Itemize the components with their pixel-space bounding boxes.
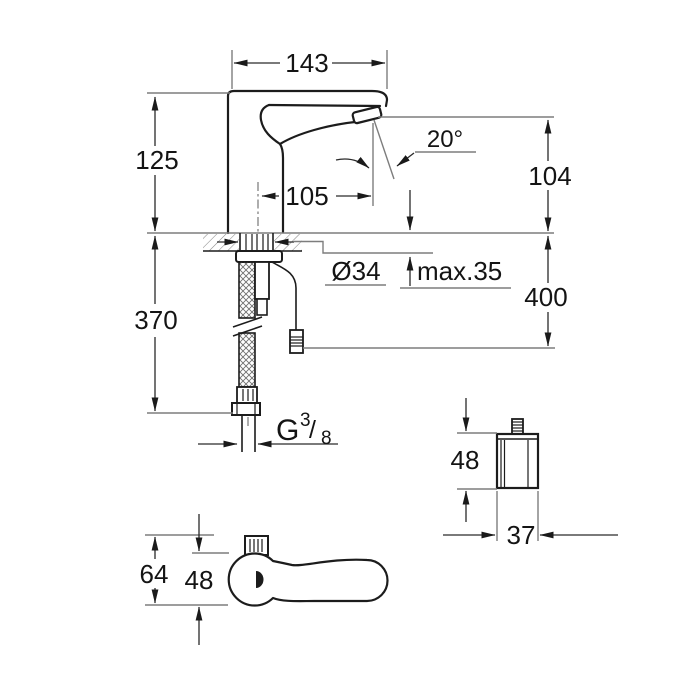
dim-text-48-box: 48 <box>451 445 480 475</box>
dim-spout-length: 143 <box>231 48 388 89</box>
dim-text-105: 105 <box>285 181 328 211</box>
label-max-deck-thickness: max.35 <box>400 190 511 289</box>
dim-text-37: 37 <box>507 520 536 550</box>
centerlines <box>247 182 259 429</box>
leader-line <box>294 240 433 254</box>
braided-hose-upper <box>238 261 256 319</box>
aerator <box>351 105 383 125</box>
dim-text-104: 104 <box>528 161 571 191</box>
supply-hose <box>231 261 263 452</box>
dim-text-400: 400 <box>524 282 567 312</box>
control-box-outline <box>495 432 540 490</box>
dim-text-370: 370 <box>134 305 177 335</box>
cable-connector <box>289 329 304 354</box>
mounting-flange <box>235 250 283 263</box>
sensor-window <box>256 571 264 588</box>
cable-line <box>271 261 297 330</box>
side-view-faucet <box>226 89 389 235</box>
faucet-outline-top <box>226 89 389 235</box>
control-box-side-view <box>495 418 540 490</box>
top-view-outline <box>227 552 389 607</box>
hose-end-fitting <box>236 386 258 404</box>
angled-stream-line <box>373 119 395 180</box>
dim-top-body-diameter: 48 <box>185 514 229 645</box>
dim-height-above-deck: 125 <box>135 92 230 232</box>
sensor-cable <box>271 261 304 354</box>
dim-text-20deg: 20° <box>427 126 463 153</box>
dim-text-thread: G3/8 <box>276 410 332 449</box>
spout-underside <box>278 120 357 146</box>
dim-text-dia34: Ø34 <box>331 256 380 286</box>
leader-arrow <box>396 152 415 167</box>
break-mark <box>232 316 263 328</box>
dim-text-125: 125 <box>135 145 178 175</box>
box-connector-nub <box>511 418 524 435</box>
faucet-body-right-edge <box>259 103 285 234</box>
valve-end <box>256 298 268 316</box>
dim-text-48-top: 48 <box>185 565 214 595</box>
dim-box-depth: 37 <box>443 491 618 550</box>
leader-arrow-curved <box>335 156 370 169</box>
braided-hose-lower <box>238 332 256 388</box>
hex-nut <box>231 402 261 416</box>
dim-text-max35: max.35 <box>417 256 502 286</box>
dim-outlet-height: 104 <box>378 116 572 232</box>
dim-spout-reach: 105 <box>261 123 374 211</box>
dim-text-64: 64 <box>140 559 169 589</box>
label-hole-diameter: Ø34 <box>217 238 433 286</box>
top-view-connector <box>244 535 269 556</box>
dim-box-height: 48 <box>451 398 497 522</box>
dim-cable-length: 400 <box>303 235 568 349</box>
top-view-faucet <box>227 535 389 607</box>
dim-text-143: 143 <box>285 48 328 78</box>
valve-body <box>254 261 270 300</box>
break-mark <box>232 325 263 337</box>
rigid-pipe <box>254 261 270 316</box>
spout-slab-bottom <box>267 103 382 108</box>
dim-top-overall-width: 64 <box>140 534 228 606</box>
dim-hose-length: 370 <box>134 235 233 414</box>
label-spray-angle: 20° <box>335 119 476 180</box>
label-thread: G3/8 <box>198 410 338 449</box>
